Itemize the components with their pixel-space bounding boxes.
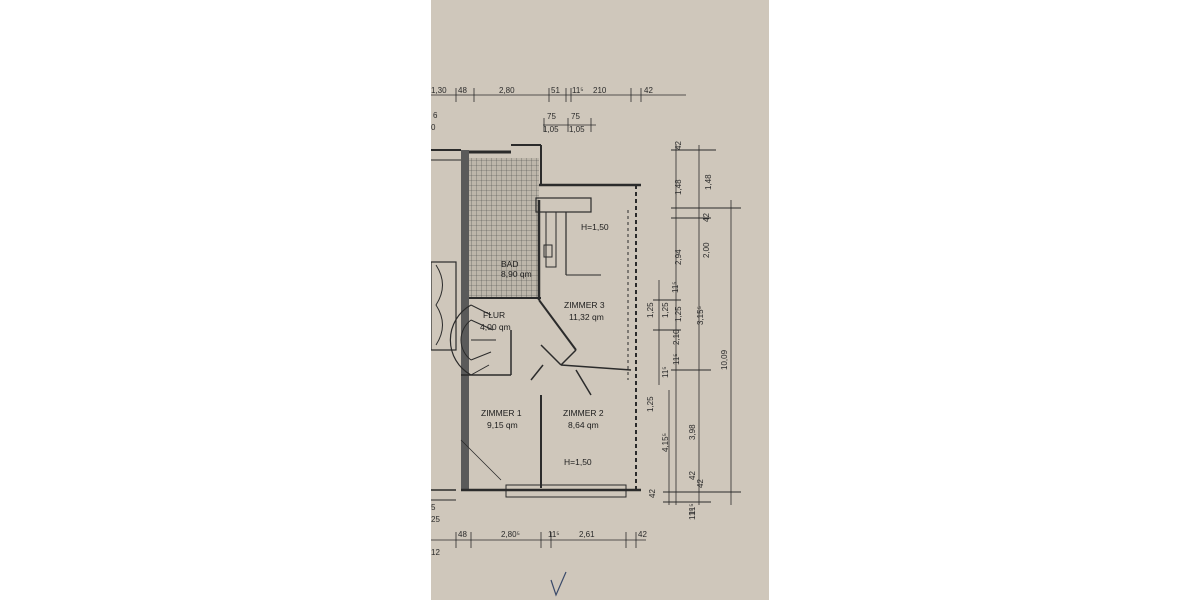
dim-right-5: 4,15⁵ [661, 433, 670, 452]
bottom-dimension-line [431, 532, 646, 597]
dim-top-3: 2,80 [499, 86, 515, 95]
dim-bottom-left-frag-2: 25 [431, 515, 440, 524]
dim-right-9: 11⁵ [672, 353, 681, 365]
dim-bottom-3: 11⁵ [548, 530, 560, 539]
dim-top-5: 11⁵ [572, 86, 584, 95]
dim-right-4: 11⁵ [661, 366, 670, 378]
dim-top-4: 51 [551, 86, 560, 95]
dim-top-2: 48 [458, 86, 467, 95]
bathroom-tile-hatch [469, 158, 539, 298]
staircase [449, 304, 496, 376]
bathroom-fixtures [535, 197, 601, 276]
room-zimmer2-area: 8,64 qm [568, 420, 599, 430]
room-zimmer1-name: ZIMMER 1 [481, 408, 522, 418]
left-building-edge [431, 149, 461, 501]
dim-bottom-4: 2,61 [579, 530, 595, 539]
dim-right-12: 11⁵ [688, 503, 697, 515]
outer-walls [461, 144, 641, 498]
dim-top-sub-4: 1,05 [569, 125, 585, 134]
room-zimmer2-name: ZIMMER 2 [563, 408, 604, 418]
top-dimension-line [431, 88, 686, 132]
dim-bottom-left-frag-1: 5 [431, 503, 436, 512]
room-zimmer3-name: ZIMMER 3 [564, 300, 605, 310]
bathroom-tile-hatch-upper [509, 185, 539, 225]
room-zimmer3-height: H=1,50 [581, 222, 609, 232]
room-zimmer1-area: 9,15 qm [487, 420, 518, 430]
dim-top-sub-1: 75 [547, 112, 556, 121]
dim-bottom-5: 42 [638, 530, 647, 539]
dim-right-19: 3,15⁵ [696, 306, 705, 325]
dim-right-14: 2,00 [702, 242, 711, 258]
dim-right-15: 42 [702, 213, 711, 222]
dim-bottom-left-frag-3: 12 [431, 548, 440, 557]
dim-misc-3: 11⁵ [688, 508, 697, 520]
dim-top-1: 1,30 [431, 86, 447, 95]
floor-plan-photo: 1,30 48 2,80 51 11⁵ 210 42 75 75 1,05 1,… [431, 0, 769, 600]
dim-bottom-1: 48 [458, 530, 467, 539]
room-bad-area: 8,90 qm [501, 269, 532, 279]
dim-misc-2: 42 [696, 479, 705, 488]
interior-walls [460, 200, 632, 488]
right-dimension-chains [653, 145, 741, 505]
room-zimmer2-height: H=1,50 [564, 457, 592, 467]
room-zimmer3-area: 11,32 qm [569, 312, 604, 322]
dim-top-left-frag-2: 0 [431, 123, 436, 132]
dim-right-10: 3,98 [688, 424, 697, 440]
dim-right-total: 10,09 [720, 349, 729, 370]
dim-right-6: 11⁵ [671, 281, 680, 293]
dim-right-3: 1,25 [646, 396, 655, 412]
dim-right-13: 2,94 [674, 249, 683, 265]
dim-right-16: 1,48 [674, 179, 683, 195]
room-flur-name: FLUR [483, 310, 505, 320]
dim-top-6: 210 [593, 86, 607, 95]
dim-top-left-frag-1: 6 [433, 111, 438, 120]
dim-bottom-2: 2,80⁵ [501, 530, 520, 539]
room-flur-area: 4,00 qm [480, 322, 511, 332]
room-bad-name: BAD [501, 259, 518, 269]
dim-misc-1: 42 [648, 489, 657, 498]
dim-top-7: 42 [644, 86, 653, 95]
dim-right-1: 1,25 [646, 302, 655, 318]
dim-top-sub-2: 75 [571, 112, 580, 121]
dim-right-7: 1,25 [674, 306, 683, 322]
dim-right-11: 42 [688, 471, 697, 480]
dim-right-17: 42 [674, 141, 683, 150]
dim-top-sub-3: 1,05 [543, 125, 559, 134]
dim-right-2: 1,25 [661, 302, 670, 318]
dim-right-8: 2,10 [672, 329, 681, 345]
dim-right-18: 1,48 [704, 174, 713, 190]
floor-plan-drawing: 1,30 48 2,80 51 11⁵ 210 42 75 75 1,05 1,… [431, 86, 741, 597]
